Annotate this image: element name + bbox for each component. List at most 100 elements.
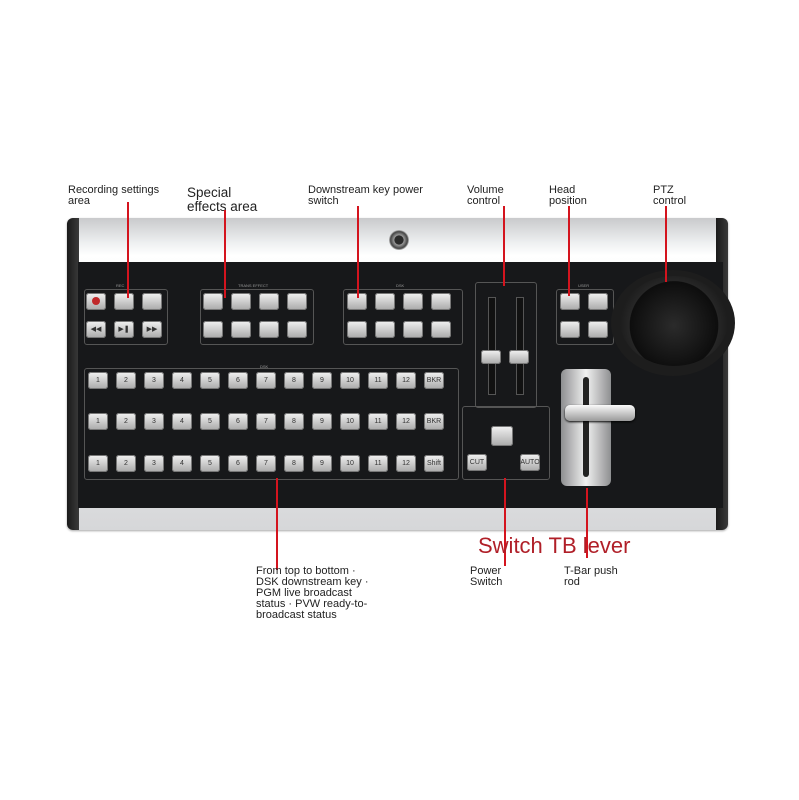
ptz-joystick[interactable] [620, 276, 728, 366]
volume-fader-right-track [516, 297, 524, 395]
volume-control-label: Volume control [467, 184, 504, 207]
rec-button-2[interactable] [114, 293, 134, 310]
rewind-button[interactable]: ◀◀ [86, 321, 106, 338]
effect-button-3[interactable] [259, 293, 279, 310]
dsk-group-title: DSK [396, 283, 405, 288]
bus-button[interactable]: 8 [284, 455, 304, 472]
user-button-1[interactable] [560, 293, 580, 310]
bus-button[interactable]: 1 [88, 455, 108, 472]
volume-fader-right[interactable] [509, 350, 529, 364]
bus-button[interactable]: 10 [340, 372, 360, 389]
bus-button[interactable]: 9 [312, 413, 332, 430]
user-button-2[interactable] [588, 293, 608, 310]
effect-button-5[interactable] [203, 321, 223, 338]
bus-button[interactable]: Shift [424, 455, 444, 472]
record-button[interactable] [86, 293, 106, 310]
dsk-button-4[interactable] [431, 293, 451, 310]
rec-button-3[interactable] [142, 293, 162, 310]
play-pause-button[interactable]: ▶❚ [114, 321, 134, 338]
bus-button[interactable]: 8 [284, 413, 304, 430]
dsk-button-7[interactable] [403, 321, 423, 338]
bus-button[interactable]: 2 [116, 413, 136, 430]
leader-volume [503, 206, 505, 286]
bus-button[interactable]: 11 [368, 413, 388, 430]
bus-button[interactable]: 1 [88, 413, 108, 430]
leader-rows [276, 478, 278, 570]
fast-forward-icon: ▶▶ [146, 326, 158, 333]
tbar-lever[interactable] [561, 369, 635, 486]
bus-button[interactable]: 5 [200, 413, 220, 430]
user-group-title: USER [578, 283, 590, 288]
effect-button-6[interactable] [231, 321, 251, 338]
tbar-handle[interactable] [565, 405, 635, 421]
bus-button[interactable]: 5 [200, 372, 220, 389]
effect-button-7[interactable] [259, 321, 279, 338]
effect-button-4[interactable] [287, 293, 307, 310]
bus-button[interactable]: 7 [256, 372, 276, 389]
bus-button[interactable]: 4 [172, 372, 192, 389]
bus-button[interactable]: 8 [284, 372, 304, 389]
bus-button[interactable]: 5 [200, 455, 220, 472]
effect-button-2[interactable] [231, 293, 251, 310]
dsk-button-2[interactable] [375, 293, 395, 310]
leader-recording [127, 202, 129, 298]
bus-button[interactable]: 7 [256, 455, 276, 472]
rewind-icon: ◀◀ [90, 326, 102, 333]
leader-tbar [586, 488, 588, 558]
volume-group [475, 282, 537, 408]
leader-head [568, 206, 570, 296]
bus-button[interactable]: 12 [396, 455, 416, 472]
effect-button-8[interactable] [287, 321, 307, 338]
bus-button[interactable]: 3 [144, 372, 164, 389]
bus-button[interactable]: 3 [144, 413, 164, 430]
bus-button[interactable]: 10 [340, 455, 360, 472]
rows-title: DSK [260, 364, 269, 369]
special-effects-label: Special effects area [187, 185, 258, 214]
switch-tb-lever-label: Switch TB lever [478, 533, 631, 558]
leader-ptz [665, 206, 667, 282]
bus-button[interactable]: 7 [256, 413, 276, 430]
cut-button[interactable]: CUT [467, 454, 487, 471]
dsk-button-1[interactable] [347, 293, 367, 310]
head-position-label: Head position [549, 184, 587, 207]
power-switch-label: Power Switch [470, 565, 503, 588]
dsk-button-6[interactable] [375, 321, 395, 338]
transition-button[interactable] [491, 426, 513, 446]
tbar-push-rod-label: T-Bar push rod [564, 565, 618, 588]
bus-button[interactable]: 12 [396, 372, 416, 389]
bus-button[interactable]: 10 [340, 413, 360, 430]
auto-button[interactable]: AUTO [520, 454, 540, 471]
bus-button[interactable]: 4 [172, 413, 192, 430]
dsk-button-5[interactable] [347, 321, 367, 338]
bus-button[interactable]: 6 [228, 413, 248, 430]
bus-button[interactable]: BKR [424, 372, 444, 389]
bus-button[interactable]: 12 [396, 413, 416, 430]
dsk-button-8[interactable] [431, 321, 451, 338]
power-key-switch-icon[interactable] [389, 230, 409, 250]
bus-button[interactable]: 2 [116, 455, 136, 472]
user-button-4[interactable] [588, 321, 608, 338]
leader-dsk [357, 206, 359, 298]
bus-button[interactable]: 1 [88, 372, 108, 389]
bus-button[interactable]: 6 [228, 372, 248, 389]
dsk-group [343, 289, 463, 345]
dsk-button-3[interactable] [403, 293, 423, 310]
trans-effect-title: TRANS EFFECT [238, 283, 269, 288]
bus-button[interactable]: 11 [368, 372, 388, 389]
volume-fader-left[interactable] [481, 350, 501, 364]
fast-forward-button[interactable]: ▶▶ [142, 321, 162, 338]
bus-button[interactable]: 9 [312, 372, 332, 389]
bus-button[interactable]: 4 [172, 455, 192, 472]
play-pause-icon: ▶❚ [118, 326, 130, 333]
bus-button[interactable]: 2 [116, 372, 136, 389]
user-button-3[interactable] [560, 321, 580, 338]
bus-button[interactable]: 3 [144, 455, 164, 472]
effect-button-1[interactable] [203, 293, 223, 310]
bus-button[interactable]: 6 [228, 455, 248, 472]
bus-button[interactable]: 11 [368, 455, 388, 472]
bus-button[interactable]: 9 [312, 455, 332, 472]
bus-button[interactable]: BKR [424, 413, 444, 430]
record-icon [92, 297, 100, 305]
rows-description-label: From top to bottom · DSK downstream key … [256, 565, 369, 621]
downstream-key-label: Downstream key power switch [308, 184, 423, 207]
